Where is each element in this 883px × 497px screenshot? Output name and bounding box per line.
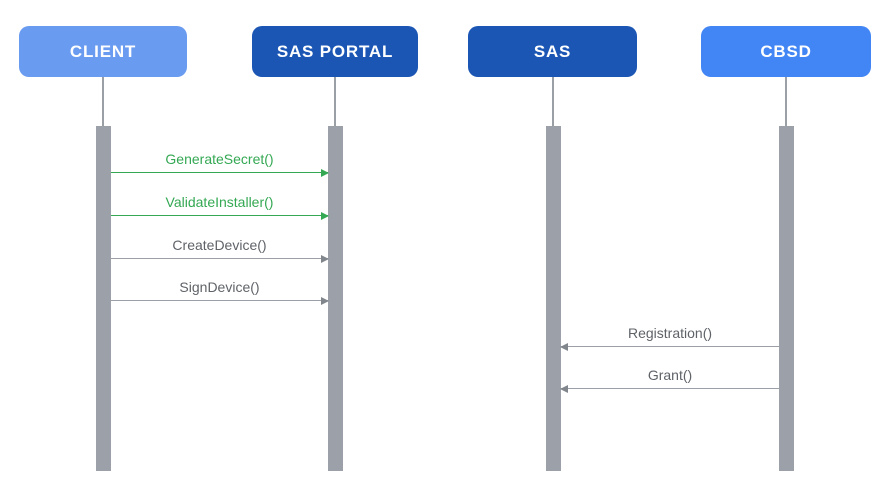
actor-box-sas: SAS xyxy=(468,26,637,77)
message-validate-installer: ValidateInstaller() xyxy=(111,194,329,220)
actor-box-sas-portal: SAS PORTAL xyxy=(252,26,418,77)
arrowhead-left-icon xyxy=(560,343,568,351)
arrowhead-right-icon xyxy=(321,255,329,263)
activation-bar-client xyxy=(96,126,111,471)
lifeline-sas-portal xyxy=(334,77,336,126)
message-create-device: CreateDevice() xyxy=(111,237,329,263)
actor-box-client: CLIENT xyxy=(19,26,187,77)
arrowhead-left-icon xyxy=(560,385,568,393)
message-label: GenerateSecret() xyxy=(165,151,274,167)
activation-bar-sas xyxy=(546,126,561,471)
actor-box-cbsd: CBSD xyxy=(701,26,871,77)
arrowhead-right-icon xyxy=(321,297,329,305)
lifeline-cbsd xyxy=(785,77,787,126)
lifeline-sas xyxy=(552,77,554,126)
message-label: Grant() xyxy=(647,367,693,383)
lifeline-client xyxy=(102,77,104,126)
message-registration: Registration() xyxy=(560,325,779,351)
message-label: CreateDevice() xyxy=(172,237,267,253)
message-label: SignDevice() xyxy=(179,279,260,295)
message-label: ValidateInstaller() xyxy=(165,194,274,210)
arrowhead-right-icon xyxy=(321,212,329,220)
arrowhead-right-icon xyxy=(321,169,329,177)
activation-bar-sas-portal xyxy=(328,126,343,471)
message-label: Registration() xyxy=(627,325,713,341)
message-sign-device: SignDevice() xyxy=(111,279,329,305)
message-generate-secret: GenerateSecret() xyxy=(111,151,329,177)
message-grant: Grant() xyxy=(560,367,779,393)
activation-bar-cbsd xyxy=(779,126,794,471)
